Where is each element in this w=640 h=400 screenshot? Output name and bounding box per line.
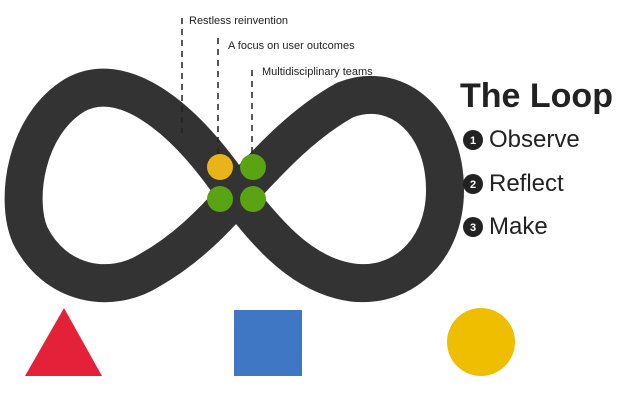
step-number-badge <box>463 174 483 194</box>
infinity-loop <box>4 68 464 303</box>
step-observe: 1 Observe <box>463 126 580 153</box>
yellow-circle <box>447 308 515 376</box>
step-label: Observe <box>489 126 580 153</box>
dot-bottom-right <box>240 186 266 212</box>
step-number: 1 <box>470 135 476 147</box>
step-label: Make <box>489 213 548 240</box>
red-triangle <box>25 308 102 376</box>
step-number: 2 <box>470 179 476 191</box>
center-dots <box>207 154 266 212</box>
step-make: 3 Make <box>463 213 548 240</box>
dot-top-left <box>207 154 233 180</box>
callout-label-teams: Multidisciplinary teams <box>262 66 373 78</box>
loop-band <box>4 68 464 303</box>
dot-top-right <box>240 154 266 180</box>
loop-title: The Loop <box>460 77 613 115</box>
step-reflect: 2 Reflect <box>463 170 564 197</box>
step-number-badge <box>463 217 483 237</box>
dot-bottom-left <box>207 186 233 212</box>
callout-label-user-outcomes: A focus on user outcomes <box>228 40 355 52</box>
step-number: 3 <box>470 222 476 234</box>
shape-row <box>25 308 515 376</box>
callout-lines <box>181 18 253 165</box>
loop-legend: The Loop 1 Observe 2 Reflect 3 Make <box>460 77 613 240</box>
step-label: Reflect <box>489 170 564 197</box>
step-number-badge <box>463 130 483 150</box>
blue-square <box>234 310 302 376</box>
callout-label-restless: Restless reinvention <box>189 15 288 27</box>
